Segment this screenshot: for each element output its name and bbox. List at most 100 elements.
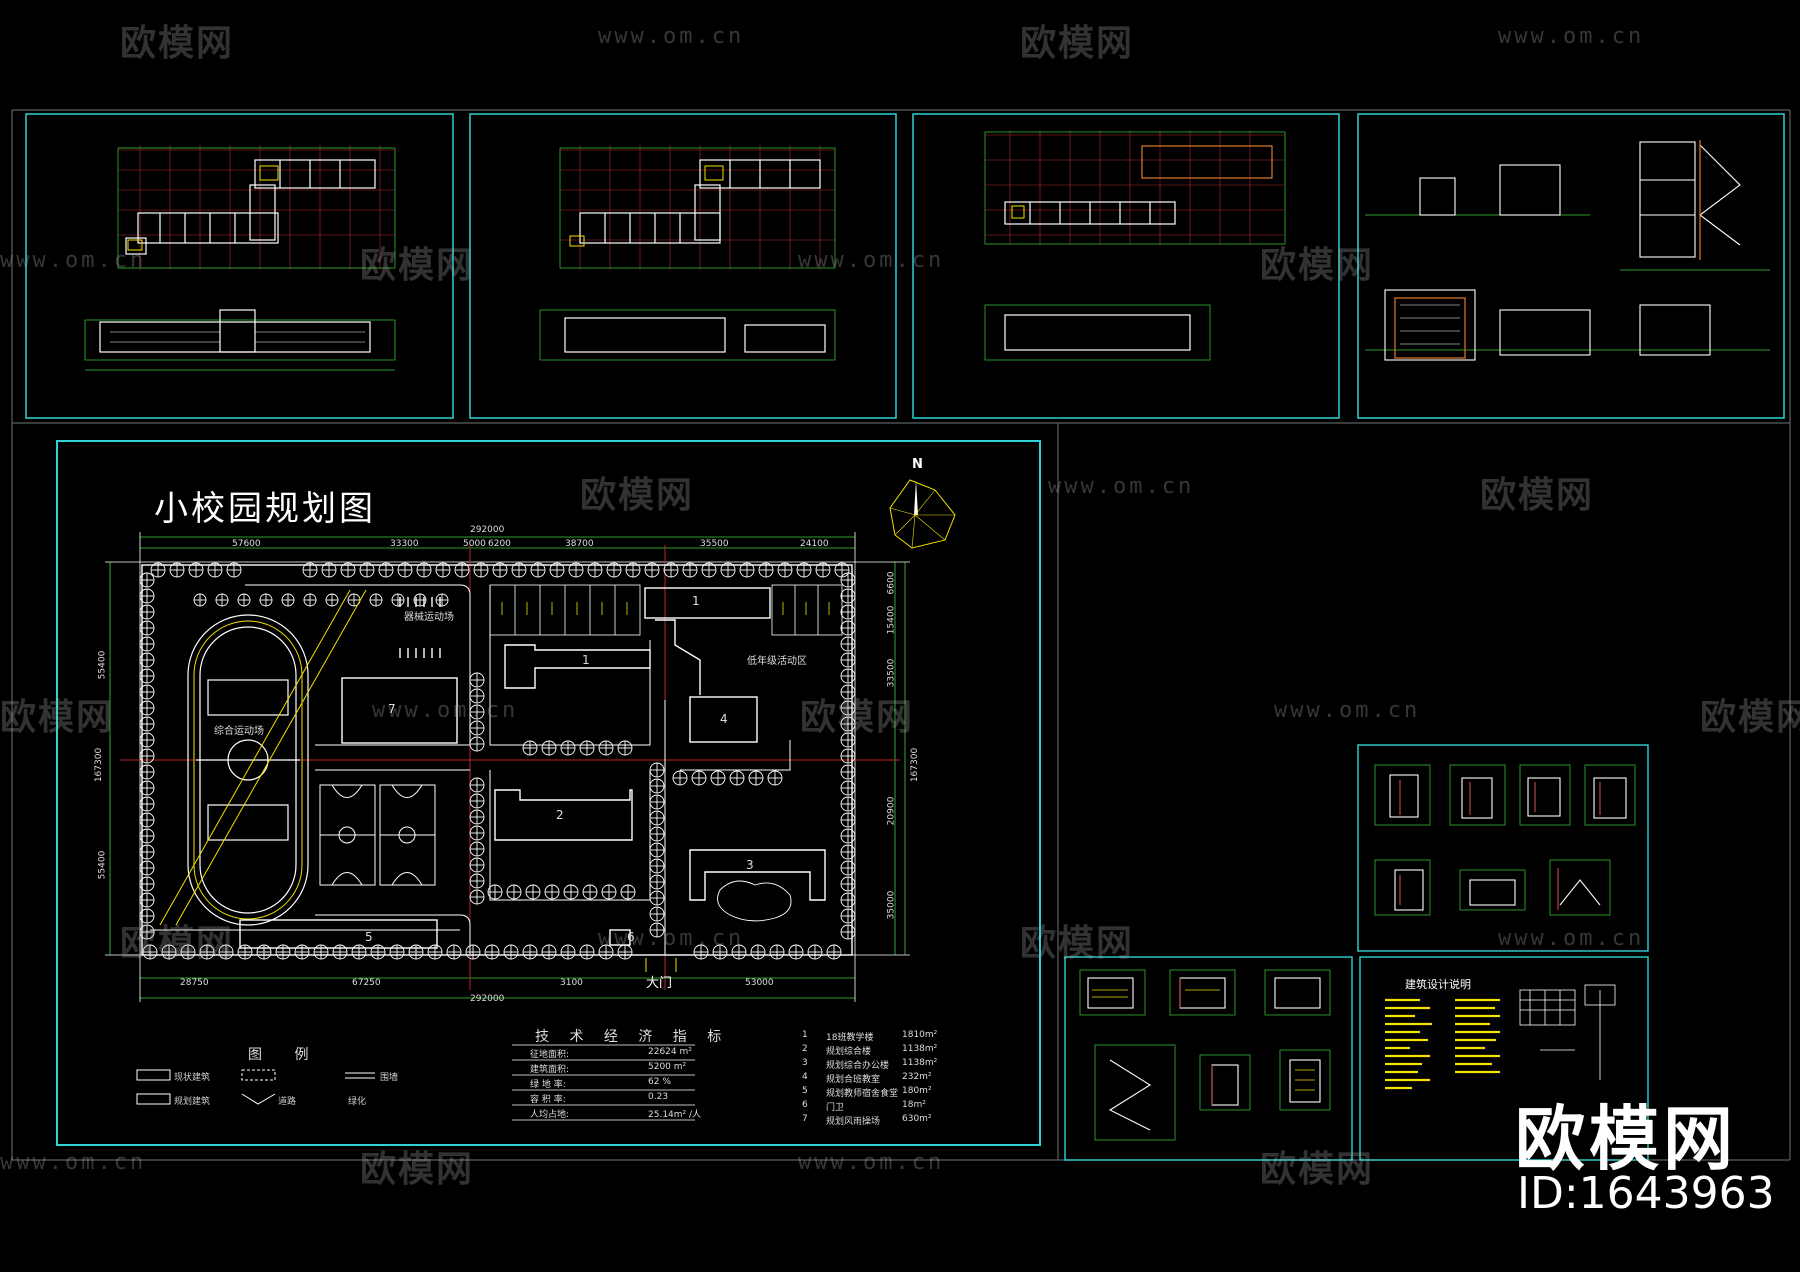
watermark-url: www.om.cn bbox=[0, 248, 147, 273]
watermark-url: www.om.cn bbox=[1498, 926, 1645, 951]
legend-item: 现状建筑 bbox=[174, 1073, 211, 1083]
watermark-brand: 欧模网 bbox=[1480, 475, 1595, 516]
dimension-right: 20900 bbox=[886, 796, 897, 826]
dimension-top: 57600 bbox=[232, 539, 261, 549]
watermark-brand: 欧模网 bbox=[1020, 923, 1135, 964]
building-number: 5 bbox=[365, 930, 373, 944]
dimension-top: 24100 bbox=[800, 539, 829, 549]
tech-row-label: 人均占地: bbox=[530, 1110, 570, 1120]
tech-row-label: 绿 地 率: bbox=[530, 1080, 566, 1090]
building-number: 4 bbox=[720, 712, 728, 726]
corridor bbox=[655, 619, 701, 695]
dimension-left: 55400 bbox=[97, 850, 108, 880]
dimension-bottom: 3100 bbox=[560, 978, 583, 988]
toilet-details-sheet bbox=[1079, 969, 1331, 1141]
building-list-name: 规划综合楼 bbox=[826, 1047, 872, 1057]
watermark-url: www.om.cn bbox=[1274, 698, 1421, 723]
brand-id: ID:1643963 bbox=[1517, 1168, 1775, 1219]
design-notes-sheet bbox=[1385, 984, 1616, 1090]
watermark-brand: 欧模网 bbox=[0, 697, 115, 738]
top-sheet-frames bbox=[25, 113, 1785, 419]
tech-row-value: 25.14m² /人 bbox=[648, 1110, 702, 1120]
sheet-3-plan bbox=[984, 130, 1286, 361]
watermark-brand: 欧模网 bbox=[1260, 1149, 1375, 1190]
building-list-area: 630m² bbox=[902, 1114, 932, 1124]
watermark-brand: 欧模网 bbox=[360, 1149, 475, 1190]
dimension-bottom: 53000 bbox=[745, 978, 774, 988]
building-list-area: 1810m² bbox=[902, 1030, 938, 1040]
brand-logo-text: 欧模网 bbox=[1515, 1098, 1737, 1180]
watermark-url: www.om.cn bbox=[798, 1150, 945, 1175]
building-list-no: 5 bbox=[802, 1086, 808, 1096]
sheet-2-plan bbox=[539, 145, 836, 361]
watermark-url: www.om.cn bbox=[598, 926, 745, 951]
dimension-top: 35500 bbox=[700, 539, 729, 549]
lower-right-frames bbox=[1064, 744, 1649, 1161]
building-list-name: 规划教师宿舍食堂 bbox=[826, 1089, 899, 1099]
track-lane-yellow bbox=[159, 589, 367, 926]
legend-item: 围墙 bbox=[380, 1073, 399, 1083]
tech-row-value: 5200 m² bbox=[648, 1062, 687, 1072]
legend-item: 规划建筑 bbox=[174, 1097, 211, 1107]
legend-item: 道路 bbox=[278, 1097, 297, 1107]
area-label-fitness: 器械运动场 bbox=[404, 612, 454, 623]
building-number: 2 bbox=[556, 808, 564, 822]
building-list-no: 4 bbox=[802, 1072, 808, 1082]
parking-marks bbox=[501, 602, 830, 615]
building-list-name: 规划风雨操场 bbox=[826, 1117, 881, 1127]
main-sheet-frame bbox=[56, 440, 1041, 1146]
roads bbox=[150, 584, 791, 955]
tech-table-title: 技 术 经 济 指 标 bbox=[535, 1029, 730, 1045]
parking-bays bbox=[489, 584, 843, 636]
tech-row-label: 建筑面积: bbox=[530, 1065, 570, 1075]
site-boundary bbox=[141, 564, 853, 956]
dimension-right: 6600 bbox=[886, 571, 897, 595]
dimension-total-bottom: 292000 bbox=[470, 994, 505, 1004]
building-6-gatehouse bbox=[609, 929, 631, 946]
tech-row-label: 征地面积: bbox=[530, 1050, 570, 1060]
building-list-no: 6 bbox=[802, 1100, 808, 1110]
building-4 bbox=[689, 696, 758, 743]
building-list-name: 规划合班教室 bbox=[826, 1075, 881, 1085]
building-2 bbox=[494, 789, 633, 841]
gate-markers bbox=[645, 958, 677, 972]
watermark-url: www.om.cn bbox=[598, 24, 745, 49]
north-compass bbox=[889, 479, 956, 549]
building-list-no: 3 bbox=[802, 1058, 808, 1068]
sheet-1-plan bbox=[84, 145, 396, 371]
building-list-area: 180m² bbox=[902, 1086, 932, 1096]
dimension-total-top: 292000 bbox=[470, 525, 505, 535]
dimension-top: 38700 bbox=[565, 539, 594, 549]
dimension-right: 33500 bbox=[886, 658, 897, 688]
building-5 bbox=[239, 919, 438, 949]
rock-garden bbox=[717, 880, 792, 922]
building-list-name: 18班教学楼 bbox=[826, 1033, 874, 1043]
building-list-area: 232m² bbox=[902, 1072, 932, 1082]
building-number: 6 bbox=[627, 930, 635, 944]
watermark-url: www.om.cn bbox=[798, 248, 945, 273]
basketball-courts bbox=[319, 784, 436, 886]
sheet-4-sections bbox=[1365, 140, 1770, 361]
dimension-top: 5000 bbox=[463, 539, 486, 549]
tech-row-label: 容 积 率: bbox=[530, 1095, 566, 1105]
planned-buildings bbox=[239, 587, 826, 949]
building-3 bbox=[689, 849, 826, 901]
watermark-url: www.om.cn bbox=[1498, 24, 1645, 49]
main-gate-label: 大门 bbox=[646, 976, 673, 991]
building-list-no: 2 bbox=[802, 1044, 808, 1054]
site-dimension-lines bbox=[109, 536, 906, 999]
watermark-url: www.om.cn bbox=[0, 1150, 147, 1175]
dimension-right: 35000 bbox=[886, 890, 897, 920]
building-number: 3 bbox=[746, 858, 754, 872]
watermark-brand: 欧模网 bbox=[120, 23, 235, 64]
tech-table-rules bbox=[512, 1044, 695, 1121]
watermark-brand: 欧模网 bbox=[1020, 23, 1135, 64]
building-list-area: 1138m² bbox=[902, 1058, 938, 1068]
stair-details-sheet bbox=[1374, 764, 1636, 916]
watermark-brand: 欧模网 bbox=[360, 245, 475, 286]
building-1-south bbox=[504, 644, 651, 689]
building-number: 7 bbox=[388, 702, 396, 716]
watermark-brand: 欧模网 bbox=[580, 475, 695, 516]
tech-row-value: 22624 m² bbox=[648, 1047, 692, 1057]
